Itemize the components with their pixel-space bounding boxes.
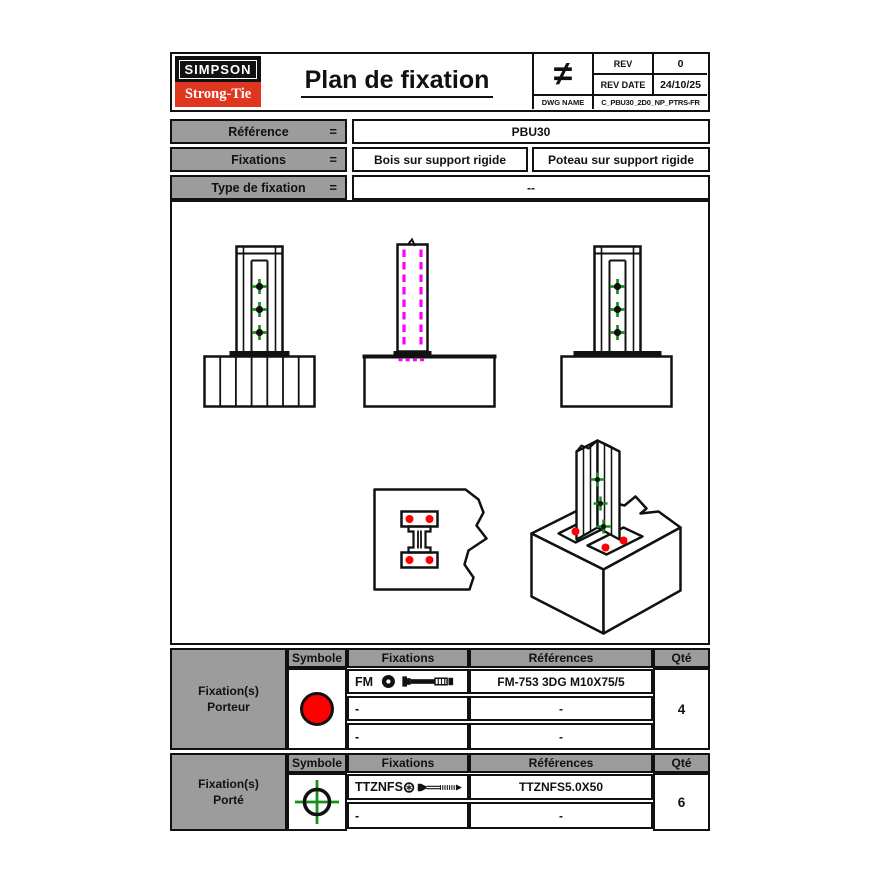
logo-simpson: SIMPSON [175, 56, 261, 82]
porte-symbol-cell [287, 773, 347, 831]
porte-header-symbole: Symbole [287, 753, 347, 773]
porte-reference-row: - [469, 802, 653, 829]
screw-icon [403, 781, 462, 793]
isometric-view [530, 439, 682, 635]
elevation-hidden-view [362, 237, 497, 408]
logo-strongtie-text: Strong-Tie [184, 86, 252, 102]
porteur-reference-row: - [469, 723, 653, 750]
porteur-row-label: Fixation(s) Porteur [170, 648, 287, 750]
plan-view [373, 488, 488, 591]
logo-strongtie: Strong-Tie [175, 82, 261, 107]
page-title: Plan de fixation [262, 54, 532, 109]
ref-value-reference: PBU30 [352, 119, 710, 144]
equals-sign: = [329, 180, 337, 195]
dwg-name-value: C_PBU30_2D0_NP_PTRS-FR [594, 96, 707, 109]
porte-qty-value: 6 [653, 773, 710, 831]
fixations-value-left: Bois sur support rigide [352, 147, 528, 172]
porteur-header-fixations: Fixations [347, 648, 469, 668]
iso-anchor-points [571, 527, 628, 552]
fixations-value-right: Poteau sur support rigide [532, 147, 710, 172]
not-equal-icon: ≠ [534, 54, 592, 94]
ref-row-label: Référence = [170, 119, 347, 144]
porteur-symbol-cell [287, 668, 347, 750]
porteur-reference-row: FM-753 3DG M10X75/5 [469, 669, 653, 694]
logo-simpson-text: SIMPSON [178, 59, 258, 79]
porteur-header-symbole: Symbole [287, 648, 347, 668]
rev-value: 0 [654, 54, 707, 73]
rev-label: REV [594, 54, 652, 73]
rev-date-label: REV DATE [594, 75, 652, 94]
type-fixation-value: -- [352, 175, 710, 200]
porte-fixation-row: TTZNFS [347, 774, 469, 800]
porte-header-fixations: Fixations [347, 753, 469, 773]
simpson-strongtie-logo: SIMPSON Strong-Tie [175, 56, 261, 107]
porteur-fixation-row: FM [347, 669, 469, 694]
porteur-header-qty: Qté [653, 648, 710, 668]
title-block: SIMPSON Strong-Tie Plan de fixation ≠ RE… [170, 52, 710, 112]
porteur-symbol-red-circle [300, 692, 334, 726]
elevation-concrete-support [560, 245, 673, 408]
technical-drawing [203, 237, 682, 635]
porte-reference-row: TTZNFS5.0X50 [469, 774, 653, 800]
anchor-bolt-icon [381, 674, 454, 689]
elevation-wood-support [203, 245, 316, 408]
rev-date-value: 24/10/25 [654, 75, 707, 94]
fixations-row-label: Fixations = [170, 147, 347, 172]
porte-header-qty: Qté [653, 753, 710, 773]
porteur-reference-row: - [469, 696, 653, 721]
porteur-fixation-row: - [347, 696, 469, 721]
porteur-fixation-row: - [347, 723, 469, 750]
porte-symbol-crosshair [295, 780, 339, 824]
equals-sign: = [329, 152, 337, 167]
revision-table: ≠ REV 0 REV DATE 24/10/25 DWG NAME C_PBU… [532, 54, 707, 109]
porteur-qty-value: 4 [653, 668, 710, 750]
porte-fixation-row: - [347, 802, 469, 829]
dwg-name-label: DWG NAME [534, 96, 592, 109]
porte-row-label: Fixation(s) Porté [170, 753, 287, 831]
porteur-header-references: Références [469, 648, 653, 668]
equals-sign: = [329, 124, 337, 139]
drawing-sheet: SIMPSON Strong-Tie Plan de fixation ≠ RE… [170, 52, 710, 832]
porte-header-references: Références [469, 753, 653, 773]
type-fixation-row-label: Type de fixation = [170, 175, 347, 200]
drawing-viewport [170, 200, 710, 645]
plan-anchor-points [405, 515, 434, 564]
